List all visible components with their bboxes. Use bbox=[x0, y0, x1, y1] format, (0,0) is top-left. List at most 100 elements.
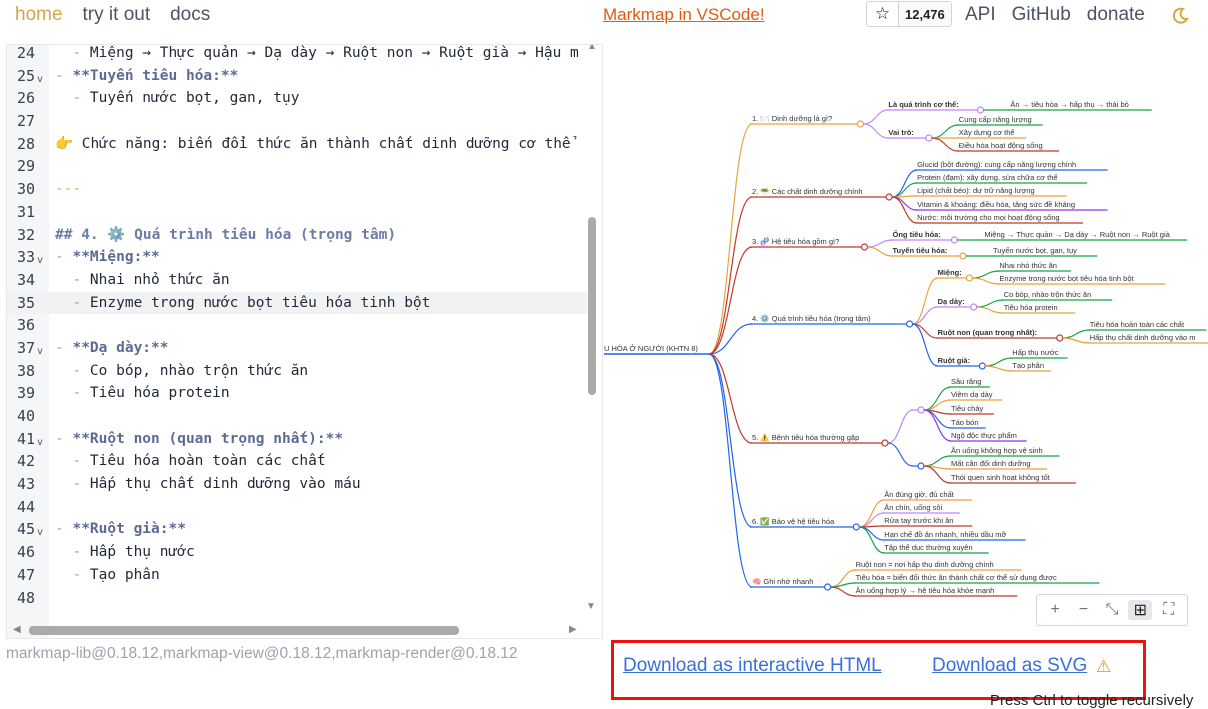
editor-lines[interactable]: 24 - Miệng → Thực quản → Dạ dày → Ruột n… bbox=[7, 45, 587, 610]
line-number: 34 bbox=[16, 270, 35, 289]
scroll-down-icon[interactable]: ▼ bbox=[586, 601, 596, 612]
branch-label: 5. ⚠️ Bệnh tiêu hóa thường gặp bbox=[752, 433, 859, 442]
line-number: 45 bbox=[16, 520, 35, 539]
leaf-label: Tiêu chảy bbox=[951, 404, 983, 413]
line-code: - Nhai nhỏ thức ăn bbox=[55, 271, 230, 288]
fold-chevron-icon[interactable]: v bbox=[37, 73, 44, 85]
download-html-link[interactable]: Download as interactive HTML bbox=[623, 655, 882, 676]
markdown-editor[interactable]: 24 - Miệng → Thực quản → Dạ dày → Ruột n… bbox=[6, 44, 603, 639]
editor-line[interactable]: 32## 4. ⚙️ Quá trình tiêu hóa (trọng tâm… bbox=[7, 224, 587, 247]
editor-line[interactable]: 26 - Tuyến nước bọt, gan, tụy bbox=[7, 87, 587, 110]
zoom-in-button[interactable]: + bbox=[1050, 601, 1060, 618]
top-bar: home try it out docs Markmap in VSCode! … bbox=[0, 0, 1208, 34]
moon-icon[interactable] bbox=[1170, 6, 1190, 26]
editor-line[interactable]: 44 bbox=[7, 496, 587, 519]
editor-line[interactable]: 28👉 Chức năng: biến đổi thức ăn thành ch… bbox=[7, 133, 587, 156]
line-code: - **Miệng:** bbox=[55, 249, 160, 266]
line-code: - Tạo phân bbox=[55, 566, 160, 583]
fold-chevron-icon[interactable]: v bbox=[37, 255, 44, 267]
line-number: 48 bbox=[16, 588, 35, 607]
toggle-recursive-button[interactable]: ⊞ bbox=[1128, 600, 1153, 620]
fold-chevron-icon[interactable]: v bbox=[37, 527, 44, 539]
leaf-link bbox=[1062, 337, 1090, 344]
child-label: Protein (đạm): xây dựng, sửa chữa cơ thể bbox=[917, 173, 1057, 182]
line-code: - Enzyme trong nước bọt tiêu hóa tinh bộ… bbox=[55, 294, 431, 311]
editor-line[interactable]: 35 - Enzyme trong nước bọt tiêu hóa tinh… bbox=[7, 291, 587, 315]
leaf-label: Thói quen sinh hoạt không tốt bbox=[951, 473, 1051, 482]
editor-line[interactable]: 27 bbox=[7, 110, 587, 133]
line-number: 33 bbox=[16, 248, 35, 267]
fold-chevron-icon[interactable]: v bbox=[37, 345, 44, 357]
branch-dot bbox=[906, 320, 914, 328]
horizontal-scroll-thumb[interactable] bbox=[29, 626, 459, 635]
version-info: markmap-lib@0.18.12,markmap-view@0.18.12… bbox=[6, 645, 518, 662]
line-code: - Tiêu hóa protein bbox=[55, 385, 230, 402]
mindmap-preview[interactable]: U HÓA Ở NGƯỜI (KHTN 8)1. 🍽️ Dinh dưỡng l… bbox=[604, 44, 1208, 639]
nav-try-it-out[interactable]: try it out bbox=[82, 4, 151, 25]
editor-line[interactable]: 40 bbox=[7, 405, 587, 428]
fold-chevron-icon[interactable]: v bbox=[37, 436, 44, 448]
editor-line[interactable]: 34 - Nhai nhỏ thức ăn bbox=[7, 269, 587, 292]
editor-line[interactable]: 31 bbox=[7, 201, 587, 224]
child-label: Ruột già: bbox=[938, 356, 971, 365]
leaf-link bbox=[985, 365, 1013, 372]
line-number: 32 bbox=[16, 225, 35, 244]
scroll-right-icon[interactable]: ▶ bbox=[569, 624, 577, 635]
editor-line[interactable]: 38 - Co bóp, nhào trộn thức ăn bbox=[7, 360, 587, 383]
branch-link bbox=[708, 123, 753, 355]
zoom-out-button[interactable]: − bbox=[1078, 601, 1089, 618]
nav-github[interactable]: GitHub bbox=[1011, 4, 1071, 25]
mindmap-svg[interactable]: U HÓA Ở NGƯỜI (KHTN 8)1. 🍽️ Dinh dưỡng l… bbox=[604, 44, 1208, 639]
child-dot bbox=[970, 303, 978, 311]
fit-window-button[interactable]: ⤡ bbox=[1105, 601, 1119, 618]
leaf-label: Miệng → Thực quản → Dạ dày → Ruột non → … bbox=[984, 230, 1170, 239]
github-star-button[interactable]: ☆ 12,476 bbox=[866, 1, 952, 27]
editor-line[interactable]: 36 bbox=[7, 314, 587, 337]
editor-vertical-scrollbar[interactable]: ▲ ▼ bbox=[586, 45, 598, 623]
nav-docs[interactable]: docs bbox=[170, 4, 211, 25]
leaf-link bbox=[923, 399, 952, 411]
leaf-label: Ăn uống không hợp vệ sinh bbox=[951, 446, 1043, 455]
download-svg-link[interactable]: Download as SVG bbox=[932, 655, 1088, 676]
fullscreen-button[interactable]: ⛶ bbox=[1163, 601, 1175, 618]
editor-horizontal-scrollbar[interactable]: ◀ ▶ bbox=[7, 622, 602, 638]
line-number: 43 bbox=[16, 475, 35, 494]
editor-line[interactable]: 46 - Hấp thụ nước bbox=[7, 541, 587, 564]
editor-line[interactable]: 48 bbox=[7, 587, 587, 610]
child-label: Miệng: bbox=[938, 268, 962, 277]
branch-dot bbox=[852, 523, 860, 531]
editor-line[interactable]: 39 - Tiêu hóa protein bbox=[7, 382, 587, 405]
line-number: 25 bbox=[16, 66, 35, 85]
line-code: - Tuyến nước bọt, gan, tụy bbox=[55, 90, 300, 107]
child-label: Vai trò: bbox=[888, 128, 913, 137]
star-icon: ☆ bbox=[867, 2, 899, 26]
vscode-promo-link[interactable]: Markmap in VSCode! bbox=[603, 5, 765, 24]
line-number: 46 bbox=[16, 543, 35, 562]
editor-line[interactable]: 24 - Miệng → Thực quản → Dạ dày → Ruột n… bbox=[7, 45, 587, 65]
editor-line[interactable]: 47 - Tạo phân bbox=[7, 564, 587, 587]
scroll-up-icon[interactable]: ▲ bbox=[587, 44, 597, 52]
nav-donate[interactable]: donate bbox=[1086, 4, 1145, 25]
leaf-link bbox=[1062, 329, 1090, 339]
editor-line[interactable]: 30--- bbox=[7, 178, 587, 201]
leaf-link bbox=[923, 465, 952, 484]
leaf-label: Co bóp, nhào trộn thức ăn bbox=[1004, 290, 1092, 299]
child-label: Tập thể dục thường xuyên bbox=[884, 543, 972, 552]
editor-line[interactable]: 42 - Tiêu hóa hoàn toàn các chất bbox=[7, 450, 587, 473]
editor-line[interactable]: 43 - Hấp thụ chất dinh dưỡng vào máu bbox=[7, 473, 587, 496]
child-link bbox=[912, 306, 938, 325]
branch-link bbox=[708, 246, 753, 355]
line-number: 37 bbox=[16, 338, 35, 357]
line-number: 26 bbox=[16, 89, 35, 108]
nav-api[interactable]: API bbox=[965, 4, 996, 25]
nav-home[interactable]: home bbox=[15, 4, 63, 25]
vertical-scroll-thumb[interactable] bbox=[588, 217, 596, 395]
scroll-left-icon[interactable]: ◀ bbox=[13, 624, 21, 635]
branch-link bbox=[708, 196, 753, 355]
editor-line[interactable]: 29 bbox=[7, 155, 587, 178]
